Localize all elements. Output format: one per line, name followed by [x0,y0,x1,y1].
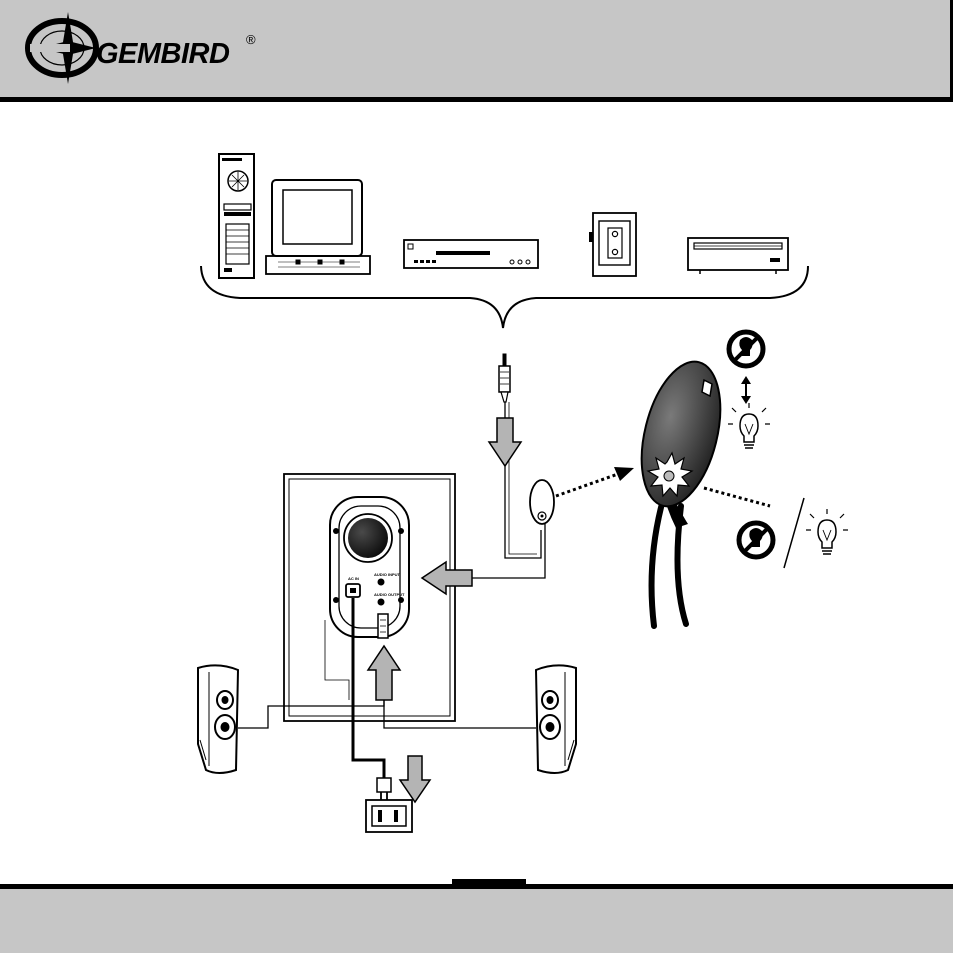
light-bulb-icon [728,403,770,448]
device-brace [201,266,808,328]
input-down-arrow [489,418,521,466]
dvd-player-icon [404,240,538,268]
output-plug-icon [378,614,388,638]
remote-control-icon [628,353,734,626]
audio-jack-icon [499,354,510,402]
right-satellite-speaker [536,665,576,773]
light-bulb-icon [806,509,848,554]
audio-output-label: AUDIO OUTPUT [374,592,405,597]
output-up-arrow [368,646,400,700]
ir-signal-arrowhead [614,467,634,481]
no-light-icon [729,332,763,366]
audio-input-label: AUDIO INPUT [374,572,401,577]
monitor-icon [266,180,370,274]
power-plug-icon [377,778,391,800]
walkman-icon [589,213,636,276]
audio-input-jack-icon [378,579,385,586]
separator-slash [784,498,804,568]
ir-signal-line [556,474,618,496]
pc-tower-icon [219,154,254,278]
left-satellite-speaker [198,665,238,773]
ac-in-label: AC IN [348,576,359,581]
vcr-icon [688,238,788,274]
sensor-cable [472,524,545,578]
rear-panel [330,497,409,637]
ir-sensor-icon [530,480,554,524]
no-light-icon [739,523,773,557]
bass-driver-icon [348,518,388,558]
footer-bar [0,884,953,953]
power-down-arrow [400,756,430,802]
input-left-arrow [422,562,472,594]
right-speaker-cable [384,700,536,728]
left-speaker-cable [238,700,384,728]
power-socket-icon [366,800,412,832]
light-signal-line [704,488,770,506]
audio-output-jack-icon [378,599,385,606]
toggle-double-arrow-icon [741,376,751,404]
